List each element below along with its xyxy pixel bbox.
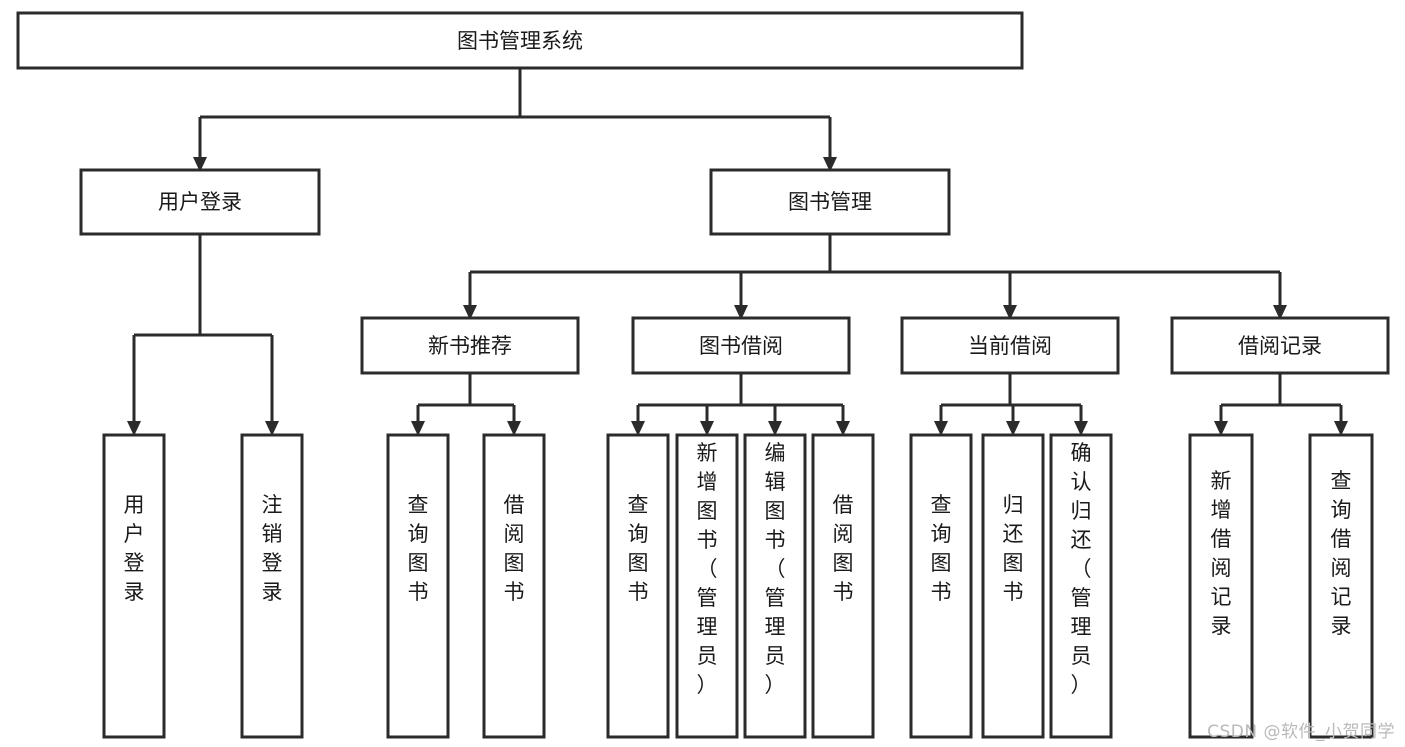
- node-book-management[interactable]: 图书管理: [709, 168, 951, 236]
- arrow-head-book-borrow-child-1: [631, 421, 645, 436]
- arrow-head-book-borrow-child-2: [700, 421, 714, 436]
- leaf-nodes-layer: 用户登录 注销登录 查询图书 借阅图书 查询图书 新增图书（管理员）: [102, 433, 1374, 739]
- leaf-node-add-borrow-record-box[interactable]: [1188, 433, 1254, 739]
- leaf-node-add-borrow-record[interactable]: 新增借阅记录: [1188, 433, 1254, 739]
- arrow-head-book-borrow: [734, 305, 748, 320]
- leaf-node-confirm-return-admin-box[interactable]: [1049, 433, 1113, 739]
- leaf-node-add-book-admin-label: 新增图书（管理员）: [697, 441, 718, 697]
- arrow-head-current-borrow-child-2: [1006, 421, 1020, 436]
- arrow-head-user-login-child-2: [265, 421, 279, 436]
- leaf-node-confirm-return-admin-label: 确认归还（管理员）: [1071, 441, 1092, 697]
- arrow-head-book-mgmt: [823, 157, 837, 172]
- connector-layer: [127, 68, 1348, 436]
- leaf-node-borrow-book-new-box[interactable]: [482, 433, 546, 739]
- leaf-node-return-book[interactable]: 归还图书: [981, 433, 1045, 739]
- leaf-node-query-book-borrow-label: 查询图书: [628, 493, 649, 604]
- node-book-management-label: 图书管理: [788, 190, 872, 214]
- node-root-system-box[interactable]: [16, 11, 1024, 70]
- leaf-node-query-book-current-box[interactable]: [909, 433, 973, 739]
- arrow-head-current-borrow-child-3: [1074, 421, 1088, 436]
- leaf-node-query-book-current[interactable]: 查询图书: [909, 433, 973, 739]
- arrow-head-borrow-record-child-1: [1214, 421, 1228, 436]
- arrow-head-book-borrow-child-4: [836, 421, 850, 436]
- leaf-node-add-borrow-record-label: 新增借阅记录: [1211, 469, 1232, 638]
- leaf-node-logout-label: 注销登录: [262, 493, 283, 604]
- node-user-login-box[interactable]: [79, 168, 321, 236]
- leaf-node-borrow-book-box[interactable]: [811, 433, 875, 739]
- leaf-node-edit-book-admin-label: 编辑图书（管理员）: [765, 441, 786, 697]
- leaf-node-borrow-book-new[interactable]: 借阅图书: [482, 433, 546, 739]
- leaf-node-edit-book-admin[interactable]: 编辑图书（管理员）: [743, 433, 807, 739]
- node-current-borrow[interactable]: 当前借阅: [900, 316, 1120, 375]
- leaf-node-borrow-book-label: 借阅图书: [833, 493, 854, 604]
- arrow-head-user-login-child-1: [127, 421, 141, 436]
- arrow-head-borrow-record-child-2: [1334, 421, 1348, 436]
- leaf-node-query-book-new-box[interactable]: [386, 433, 450, 739]
- leaf-node-confirm-return-admin[interactable]: 确认归还（管理员）: [1049, 433, 1113, 739]
- arrow-head-current-borrow: [1003, 305, 1017, 320]
- leaf-node-query-book-borrow-box[interactable]: [606, 433, 670, 739]
- node-borrow-record-box[interactable]: [1170, 316, 1390, 375]
- arrow-head-new-book: [463, 305, 477, 320]
- leaf-node-query-book-new[interactable]: 查询图书: [386, 433, 450, 739]
- arrow-head-borrow-record: [1273, 305, 1287, 320]
- node-new-book-recommend-label: 新书推荐: [428, 334, 512, 358]
- leaf-node-query-book-current-label: 查询图书: [931, 493, 952, 604]
- leaf-node-borrow-book[interactable]: 借阅图书: [811, 433, 875, 739]
- node-book-management-box[interactable]: [709, 168, 951, 236]
- leaf-node-add-book-admin-box[interactable]: [675, 433, 739, 739]
- node-borrow-record[interactable]: 借阅记录: [1170, 316, 1390, 375]
- leaf-node-user-login[interactable]: 用户登录: [102, 433, 166, 739]
- node-new-book-recommend-box[interactable]: [360, 316, 580, 375]
- leaf-node-edit-book-admin-box[interactable]: [743, 433, 807, 739]
- leaf-node-user-login-label: 用户登录: [124, 493, 145, 604]
- leaf-node-query-borrow-record-label: 查询借阅记录: [1331, 469, 1352, 638]
- node-book-borrow-label: 图书借阅: [699, 334, 783, 358]
- node-borrow-record-label: 借阅记录: [1238, 334, 1322, 358]
- leaf-node-add-book-admin[interactable]: 新增图书（管理员）: [675, 433, 739, 739]
- node-current-borrow-box[interactable]: [900, 316, 1120, 375]
- leaf-node-query-book-borrow[interactable]: 查询图书: [606, 433, 670, 739]
- leaf-node-return-book-box[interactable]: [981, 433, 1045, 739]
- node-new-book-recommend[interactable]: 新书推荐: [360, 316, 580, 375]
- node-user-login-label: 用户登录: [158, 190, 242, 214]
- leaf-node-query-borrow-record[interactable]: 查询借阅记录: [1308, 433, 1374, 739]
- node-root-system-label: 图书管理系统: [457, 29, 583, 53]
- node-book-borrow[interactable]: 图书借阅: [631, 316, 851, 375]
- arrow-head-user-login: [193, 157, 207, 172]
- node-book-borrow-box[interactable]: [631, 316, 851, 375]
- node-current-borrow-label: 当前借阅: [968, 334, 1052, 358]
- node-root-system[interactable]: 图书管理系统: [16, 11, 1024, 70]
- leaf-node-logout-box[interactable]: [240, 433, 304, 739]
- arrow-head-book-borrow-child-3: [768, 421, 782, 436]
- leaf-node-query-borrow-record-box[interactable]: [1308, 433, 1374, 739]
- node-user-login[interactable]: 用户登录: [79, 168, 321, 236]
- leaf-node-logout[interactable]: 注销登录: [240, 433, 304, 739]
- arrow-head-current-borrow-child-1: [934, 421, 948, 436]
- leaf-node-return-book-label: 归还图书: [1003, 493, 1024, 604]
- arrow-head-new-book-child-1: [411, 421, 425, 436]
- arrow-head-new-book-child-2: [507, 421, 521, 436]
- leaf-node-borrow-book-new-label: 借阅图书: [504, 493, 525, 604]
- leaf-node-query-book-new-label: 查询图书: [408, 493, 429, 604]
- leaf-node-user-login-box[interactable]: [102, 433, 166, 739]
